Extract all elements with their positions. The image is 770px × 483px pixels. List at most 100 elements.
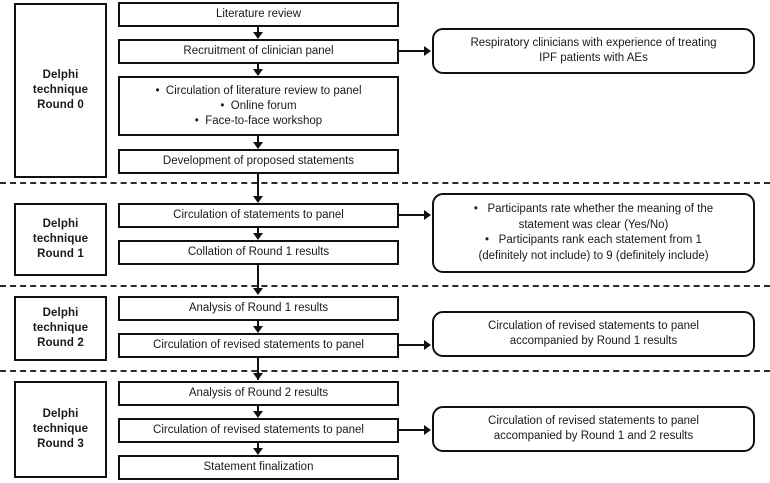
connector-line-r1-note <box>399 214 427 216</box>
round-label-1-line2: technique <box>32 233 89 245</box>
bullet-text-2: Online forum <box>230 99 297 112</box>
bullet-text-3: Face-to-face workshop <box>205 114 323 127</box>
step-collation-round1-results[interactable]: Collation of Round 1 results <box>118 240 399 265</box>
step-circulation-statements-panel-label: Circulation of statements to panel <box>173 209 344 221</box>
connector-line-r0-note <box>399 50 427 52</box>
note-round-3: Circulation of revised statements to pan… <box>432 406 755 452</box>
note-round-3-line1: Circulation of revised statements to pan… <box>488 414 699 427</box>
note-round-2-line1: Circulation of revised statements to pan… <box>488 319 699 332</box>
connector-line-r0-3 <box>257 136 259 144</box>
note-round-2-text: Circulation of revised statements to pan… <box>434 319 753 350</box>
connector-arrow-r3-note <box>424 425 431 435</box>
connector-line-r1-to-r2 <box>257 265 259 291</box>
step-statement-finalization[interactable]: Statement finalization <box>118 455 399 480</box>
step-statement-finalization-label: Statement finalization <box>203 461 314 473</box>
step-development-proposed-statements-label: Development of proposed statements <box>162 155 355 167</box>
note-round-1-line1-text: Participants rate whether the meaning of… <box>487 203 714 215</box>
round-label-2: Delphi technique Round 2 <box>14 296 107 361</box>
round-label-1-line3: Round 1 <box>37 248 84 260</box>
note-round-0-line2: IPF patients with AEs <box>539 52 648 64</box>
step-development-proposed-statements[interactable]: Development of proposed statements <box>118 149 399 174</box>
note-round-1-line4: (definitely not include) to 9 (definitel… <box>478 249 709 262</box>
connector-arrow-r3-2 <box>253 448 263 455</box>
connector-arrow-r2-to-r3 <box>253 373 263 380</box>
step-analysis-round2-results[interactable]: Analysis of Round 2 results <box>118 381 399 406</box>
connector-line-r3-2 <box>257 443 259 450</box>
round-label-2-line1: Delphi <box>42 307 79 319</box>
section-divider-1 <box>0 182 770 184</box>
step-circulation-literature-bullets[interactable]: • Circulation of literature review to pa… <box>118 76 399 136</box>
note-round-0-line1: Respiratory clinicians with experience o… <box>470 36 717 49</box>
round-label-2-line2: technique <box>32 322 89 334</box>
note-round-1-text: • Participants rate whether the meaning … <box>434 202 753 264</box>
step-circulation-revised-statements-r2-label: Circulation of revised statements to pan… <box>153 339 364 351</box>
bullet-text-1: Circulation of literature review to pane… <box>165 84 362 97</box>
round-label-3-line1: Delphi <box>42 408 79 420</box>
note-bullet-glyph-1: • <box>473 203 478 215</box>
round-label-3-text: Delphi technique Round 3 <box>16 407 105 452</box>
note-round-1-line3-text: Participants rank each statement from 1 <box>498 234 702 246</box>
connector-arrow-r1-note <box>424 210 431 220</box>
connector-line-r0-to-r1 <box>257 174 259 199</box>
round-label-0-line3: Round 0 <box>37 99 84 111</box>
connector-arrow-r0-1 <box>253 32 263 39</box>
note-round-2-line2: accompanied by Round 1 results <box>509 335 678 347</box>
round-label-0-text: Delphi technique Round 0 <box>16 68 105 113</box>
bullet-glyph-2: • <box>220 99 225 112</box>
connector-arrow-r3-1 <box>253 411 263 418</box>
connector-line-r1-1 <box>257 228 259 235</box>
round-label-2-text: Delphi technique Round 2 <box>16 306 105 351</box>
connector-arrow-r1-1 <box>253 233 263 240</box>
note-round-0: Respiratory clinicians with experience o… <box>432 28 755 74</box>
connector-line-r2-1 <box>257 321 259 328</box>
round-label-1-line1: Delphi <box>42 218 79 230</box>
section-divider-3 <box>0 370 770 372</box>
step-literature-review[interactable]: Literature review <box>118 2 399 27</box>
round-label-3: Delphi technique Round 3 <box>14 381 107 478</box>
note-round-1-line1: • Participants rate whether the meaning … <box>440 202 747 218</box>
round-label-0: Delphi technique Round 0 <box>14 3 107 178</box>
connector-arrow-r2-note <box>424 340 431 350</box>
bullet-line-2: • Online forum <box>126 99 391 114</box>
section-divider-2 <box>0 285 770 287</box>
step-collation-round1-results-label: Collation of Round 1 results <box>187 246 330 258</box>
note-round-1: • Participants rate whether the meaning … <box>432 193 755 273</box>
round-label-2-line3: Round 2 <box>37 337 84 349</box>
connector-line-r0-2 <box>257 64 259 71</box>
note-round-1-line3: • Participants rank each statement from … <box>440 233 747 249</box>
connector-arrow-r2-1 <box>253 326 263 333</box>
step-analysis-round1-results-label: Analysis of Round 1 results <box>188 302 329 314</box>
connector-arrow-r0-note <box>424 46 431 56</box>
step-analysis-round1-results[interactable]: Analysis of Round 1 results <box>118 296 399 321</box>
connector-arrow-r0-to-r1 <box>253 196 263 203</box>
bullet-line-3: • Face-to-face workshop <box>126 114 391 129</box>
connector-line-r3-1 <box>257 406 259 413</box>
step-circulation-revised-statements-r2[interactable]: Circulation of revised statements to pan… <box>118 333 399 358</box>
step-recruitment-clinician-panel[interactable]: Recruitment of clinician panel <box>118 39 399 64</box>
note-round-3-text: Circulation of revised statements to pan… <box>434 414 753 445</box>
step-literature-review-label: Literature review <box>215 8 301 20</box>
step-circulation-literature-bullets-list: • Circulation of literature review to pa… <box>120 84 397 129</box>
round-label-0-line2: technique <box>32 84 89 96</box>
round-label-3-line2: technique <box>32 423 89 435</box>
connector-arrow-r0-3 <box>253 142 263 149</box>
step-analysis-round2-results-label: Analysis of Round 2 results <box>188 387 329 399</box>
bullet-glyph-1: • <box>155 84 160 97</box>
bullet-glyph-3: • <box>194 114 199 127</box>
round-label-1: Delphi technique Round 1 <box>14 203 107 276</box>
connector-line-r2-to-r3 <box>257 358 259 380</box>
bullet-line-1: • Circulation of literature review to pa… <box>126 84 391 99</box>
connector-arrow-r1-to-r2 <box>253 288 263 295</box>
connector-arrow-r0-2 <box>253 69 263 76</box>
connector-line-r0-1 <box>257 27 259 34</box>
note-bullet-glyph-2: • <box>485 234 490 246</box>
step-circulation-statements-panel[interactable]: Circulation of statements to panel <box>118 203 399 228</box>
step-circulation-revised-statements-r3-label: Circulation of revised statements to pan… <box>153 424 364 436</box>
note-round-3-line2: accompanied by Round 1 and 2 results <box>493 430 694 442</box>
note-round-1-line2: statement was clear (Yes/No) <box>518 218 669 231</box>
step-circulation-revised-statements-r3[interactable]: Circulation of revised statements to pan… <box>118 418 399 443</box>
step-recruitment-clinician-panel-label: Recruitment of clinician panel <box>183 45 334 57</box>
round-label-1-text: Delphi technique Round 1 <box>16 217 105 262</box>
connector-line-r2-note <box>399 344 427 346</box>
